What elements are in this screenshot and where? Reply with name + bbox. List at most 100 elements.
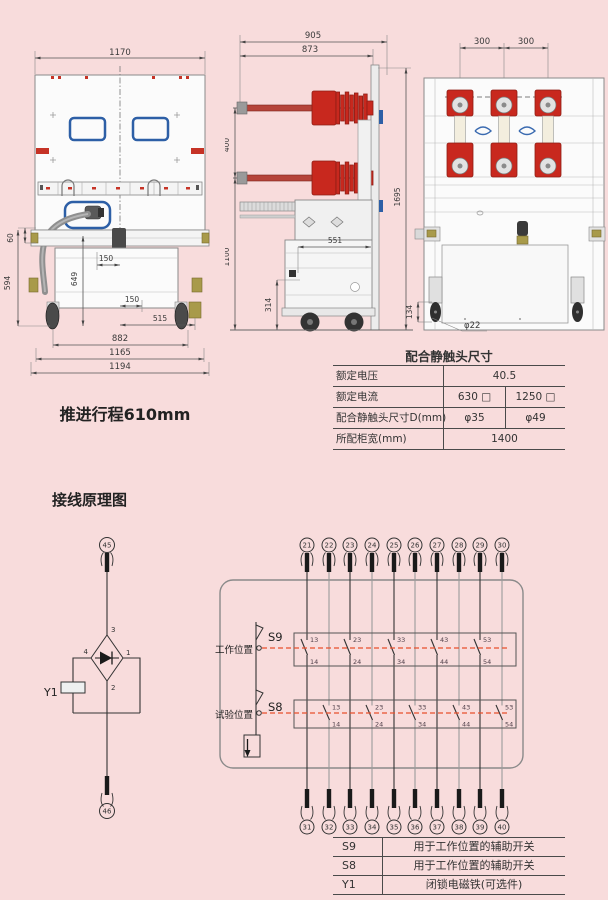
interlock-bolt <box>517 221 528 236</box>
spec-label: 额定电流 <box>336 391 378 403</box>
pin-2: 2 <box>111 684 115 692</box>
legend-key: Y1 <box>333 876 383 894</box>
terminal-37: 37 <box>433 823 442 831</box>
wire-loop-ab <box>474 126 493 136</box>
spec-value: 1400 <box>443 429 565 449</box>
dim-1695: 1695 <box>393 187 402 206</box>
contact-label: 44 <box>440 658 448 666</box>
s8-label: S8 <box>268 700 283 714</box>
side-dims-top: 905 873 <box>239 31 388 103</box>
contact-label: 33 <box>397 636 405 644</box>
dim-649: 649 <box>70 272 79 287</box>
terminal-33: 33 <box>346 823 355 831</box>
s9-label: S9 <box>268 630 283 644</box>
side-view-drawing: 905 873 400 1100 1695 <box>225 31 413 332</box>
terminal-36: 36 <box>411 823 420 831</box>
dim-60: 60 <box>6 233 15 243</box>
position-mechanism <box>243 622 264 758</box>
pin-4: 4 <box>84 648 89 656</box>
terminal-34: 34 <box>368 823 377 831</box>
terminal-22: 22 <box>325 541 334 549</box>
lower-bushing <box>233 160 374 196</box>
contact-label: 33 <box>418 704 426 712</box>
front-dims-bottom: 882 1165 1194 <box>30 330 210 376</box>
spec-label: 所配柜宽(mm) <box>336 433 407 445</box>
window-left <box>68 116 107 142</box>
cross-marks <box>50 112 180 163</box>
terminal-39: 39 <box>476 823 485 831</box>
contact-label: 53 <box>483 636 491 644</box>
wires <box>300 572 504 790</box>
dim-300a: 300 <box>474 37 490 47</box>
bottom-terminals: 31 32 33 34 35 36 37 38 39 40 <box>299 788 510 835</box>
casters <box>428 276 585 322</box>
dim-300b: 300 <box>518 37 534 47</box>
wheel-left <box>45 302 60 330</box>
side-dim-1695: 1695 <box>378 67 411 330</box>
terminal-30: 30 <box>498 541 507 549</box>
contact-label: 14 <box>310 658 318 666</box>
coil-y1 <box>60 681 86 694</box>
terminal-29: 29 <box>476 541 485 549</box>
travel-bracket <box>243 734 261 758</box>
contact-label: 34 <box>397 658 405 666</box>
dim-150a: 150 <box>99 254 114 263</box>
front-view-drawing: 1170 <box>3 48 210 376</box>
contact-label: 54 <box>483 658 491 666</box>
contact-label: 23 <box>353 636 361 644</box>
lower-panel <box>441 244 569 324</box>
legend-row-s8: S8 用于工作位置的辅助开关 <box>333 857 565 876</box>
pole-a <box>446 89 474 178</box>
dim-134: 134 <box>405 305 414 320</box>
front-cabinet-panel <box>34 66 206 295</box>
dim-905: 905 <box>305 31 321 41</box>
latch-blue-bottom <box>379 200 383 212</box>
dim-873: 873 <box>302 45 318 55</box>
terminal-27: 27 <box>433 541 442 549</box>
legend-key: S9 <box>333 838 383 856</box>
terminal-26: 26 <box>411 541 420 549</box>
contact-label: 43 <box>462 704 470 712</box>
contact-label: 13 <box>310 636 318 644</box>
contact-label: 44 <box>462 721 470 729</box>
aux-switch-circuit: 21 22 23 24 25 26 27 28 29 30 131 <box>215 537 524 835</box>
side-mechanism <box>239 119 376 332</box>
rear-dim-d22: φ22 <box>431 317 487 332</box>
work-position-label: 工作位置 <box>215 644 253 656</box>
contact-label: 23 <box>375 704 383 712</box>
dim-314: 314 <box>264 298 273 313</box>
pin-1: 1 <box>126 649 130 657</box>
coil-label: Y1 <box>43 686 58 699</box>
dim-551: 551 <box>328 236 343 245</box>
dim-1165: 1165 <box>109 348 131 358</box>
side-dims-lower: 551 314 <box>264 236 371 330</box>
rear-dim-134: 134 <box>405 301 432 323</box>
legend-desc: 用于工作位置的辅助开关 <box>413 840 535 853</box>
terminal-21: 21 <box>303 541 312 549</box>
s9-switch-box <box>293 632 517 667</box>
terminal-35: 35 <box>390 823 399 831</box>
dim-882: 882 <box>112 334 128 344</box>
contact-label: 54 <box>505 721 513 729</box>
legend-desc: 用于工作位置的辅助开关 <box>413 859 535 872</box>
legend-row-s9: S9 用于工作位置的辅助开关 <box>333 838 565 857</box>
terminal-46: 46 <box>103 808 112 816</box>
wheel-right <box>174 302 189 330</box>
contact-label: 14 <box>332 721 340 729</box>
contact-label: 34 <box>418 721 426 729</box>
wire-loop-bc <box>518 126 537 136</box>
terminal-23: 23 <box>346 541 355 549</box>
window-right <box>131 116 170 142</box>
dim-594: 594 <box>3 276 12 291</box>
upper-bushing <box>233 90 374 126</box>
spec-value: φ35 <box>443 408 505 428</box>
lock-magnet-circuit: 45 3 1 2 4 Y1 46 <box>43 537 141 819</box>
spec-value: 1250 □ <box>505 387 565 407</box>
spec-value: φ49 <box>505 408 565 428</box>
terminal-45: 45 <box>103 542 112 550</box>
contact-spec-table: 配合静触头尺寸 额定电压 40.5 额定电流 630 □ 1250 □ 配合静触… <box>333 348 565 450</box>
front-dim-1170: 1170 <box>34 48 206 74</box>
travel-caption: 推进行程610mm <box>59 405 191 424</box>
